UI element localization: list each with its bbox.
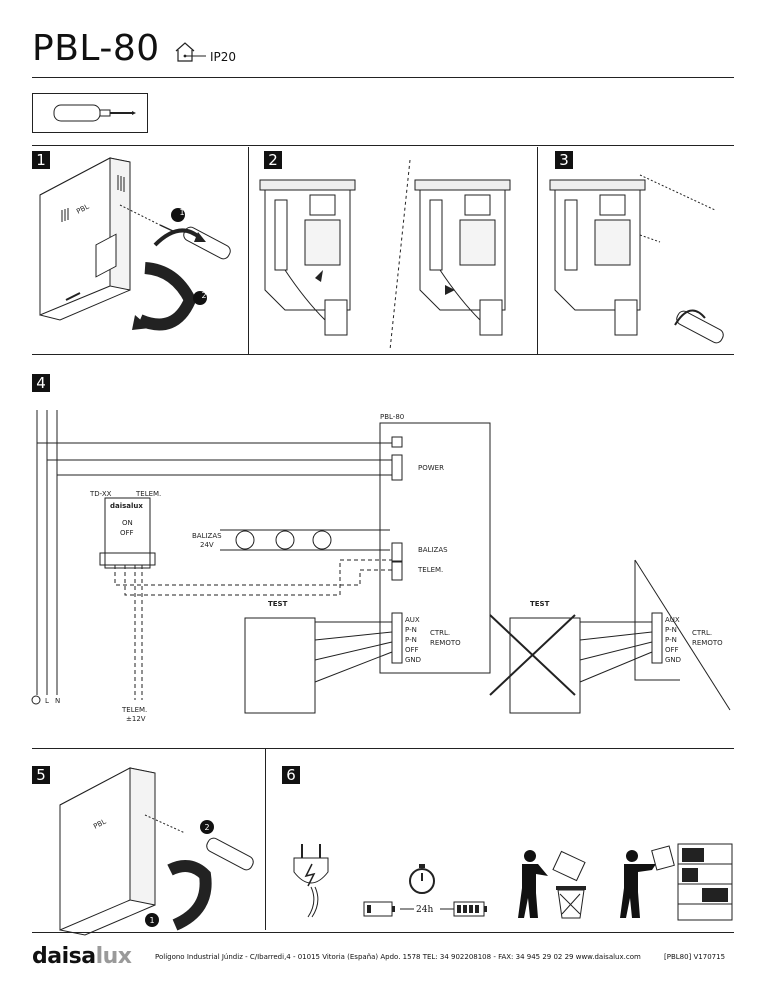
v24-label: 24V (200, 541, 214, 549)
n-label: N (55, 697, 60, 705)
v12-label: ±12V (126, 715, 146, 723)
step-4-wiring-diagram: PBL-80 POWER BALIZAS TELEM. AUX P-N P-N … (31, 410, 731, 723)
remoto-label: REMOTO (430, 639, 461, 647)
ctrl-label: CTRL. (430, 629, 450, 637)
step-1-badge-b: 2 (201, 291, 207, 300)
divider-2-3 (537, 147, 538, 354)
step-1-badge-a: 1 (179, 208, 185, 217)
house-indoor-icon (175, 42, 206, 62)
step-3-screw-illustration (549, 174, 724, 344)
step-5-close-device-illustration: PBL (59, 767, 254, 936)
step-6-badge: 6 (282, 766, 300, 784)
remoto-label-2: REMOTO (692, 639, 723, 647)
test-right-label: TEST (530, 600, 550, 608)
td-logo: daisalux (110, 502, 143, 510)
telem-bottom-label: TELEM. (121, 706, 147, 714)
ctrl-label-2: CTRL. (692, 629, 712, 637)
gnd-label-2: GND (665, 656, 681, 664)
recycle-person-icon (518, 850, 586, 919)
section-divider-top (32, 145, 734, 146)
logo-part-a: daisa (32, 944, 96, 969)
td-xx-label: TD-XX (89, 490, 112, 498)
on-label: ON (122, 519, 133, 527)
divider-1-2 (248, 147, 249, 354)
step-3-badge: 3 (555, 151, 573, 169)
gnd-label: GND (405, 656, 421, 664)
step-1-badge: 1 (32, 151, 50, 169)
step-1-device-illustration: PBL (39, 157, 231, 331)
l-label: L (45, 697, 49, 705)
footer-divider (32, 932, 734, 933)
test-left-label: TEST (268, 600, 288, 608)
company-address: Polígono Industrial Júndiz - C/Ibarredi,… (155, 953, 641, 961)
battery-charging-icon (363, 901, 487, 917)
pn1-label: P-N (405, 626, 417, 634)
pn2-label: P-N (405, 636, 417, 644)
stopwatch-icon (409, 864, 435, 894)
timer-label: 24h (416, 905, 434, 915)
power-label: POWER (418, 464, 444, 472)
document-reference: [PBL80] V170715 (664, 953, 726, 961)
plug-icon (293, 844, 329, 918)
off-label-2: OFF (665, 646, 679, 654)
section-divider-mid (32, 354, 734, 355)
section-divider-lower (32, 748, 734, 749)
page-title: PBL-80 (32, 28, 160, 69)
balizas-label: BALIZAS (418, 546, 448, 554)
header-divider (32, 77, 734, 78)
telem-label: TELEM. (417, 566, 443, 574)
telem-top-label: TELEM. (135, 490, 161, 498)
step-4-badge: 4 (32, 374, 50, 392)
aux-label-2: AUX (665, 616, 680, 624)
step-5-badge-b: 2 (204, 823, 210, 832)
screwdriver-icon (32, 93, 148, 133)
divider-5-6 (265, 748, 266, 930)
off-button-label: OFF (120, 529, 134, 537)
aux-label: AUX (405, 616, 420, 624)
document-archive-icon (620, 843, 733, 921)
step-5-badge-a: 1 (149, 916, 155, 925)
step-5-badge: 5 (32, 766, 50, 784)
unit-label: PBL-80 (380, 413, 404, 421)
balizas-left-label: BALIZAS (192, 532, 222, 540)
company-logo: daisalux (32, 944, 132, 969)
ip-rating: IP20 (210, 50, 237, 64)
step-2-open-device-illustration (259, 159, 511, 351)
step-2-badge: 2 (264, 151, 282, 169)
pn1-label-2: P-N (665, 626, 677, 634)
logo-part-b: lux (95, 944, 132, 969)
off-label: OFF (405, 646, 419, 654)
pn2-label-2: P-N (665, 636, 677, 644)
